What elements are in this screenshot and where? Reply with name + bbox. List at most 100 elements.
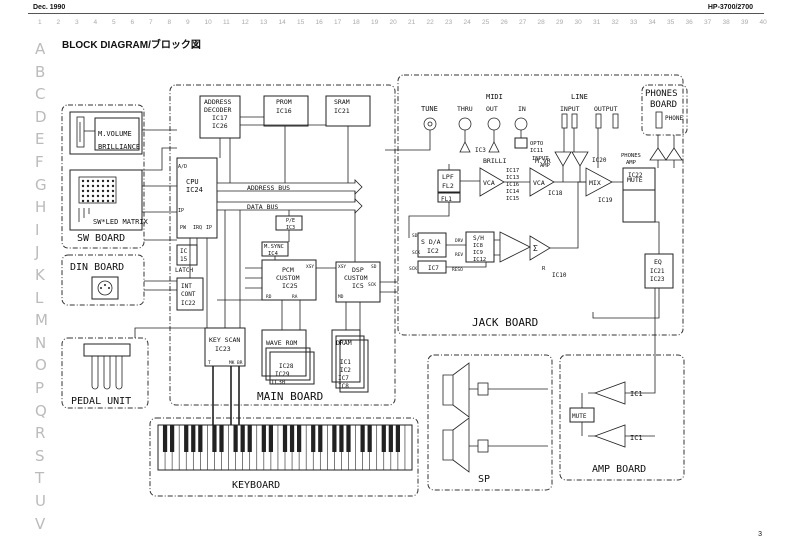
svg-text:DECODER: DECODER <box>204 106 231 114</box>
column-number: 5 <box>112 19 116 26</box>
column-number: 40 <box>759 19 767 26</box>
svg-text:IC11: IC11 <box>530 148 543 154</box>
sp-board: SP <box>427 354 553 491</box>
svg-text:IC13: IC13 <box>506 175 519 181</box>
svg-text:AMP: AMP <box>626 160 637 166</box>
column-number: 24 <box>463 19 471 26</box>
svg-text:TUNE: TUNE <box>421 105 438 113</box>
svg-text:PCM: PCM <box>282 266 294 274</box>
black-key <box>169 425 175 452</box>
svg-text:PHONES: PHONES <box>645 89 678 99</box>
row-letter: S <box>35 446 45 465</box>
svg-text:PROM: PROM <box>276 98 292 106</box>
black-key <box>339 425 344 452</box>
svg-text:IC7: IC7 <box>428 265 439 272</box>
svg-text:THRU: THRU <box>457 105 473 113</box>
svg-text:RA: RA <box>292 294 298 300</box>
svg-text:SCK: SCK <box>409 266 417 272</box>
svg-text:IC10: IC10 <box>552 272 567 279</box>
column-number: 29 <box>556 19 564 26</box>
svg-text:IC30: IC30 <box>271 379 286 386</box>
row-letter: L <box>35 288 44 307</box>
svg-text:SD: SD <box>371 264 377 270</box>
column-number: 36 <box>685 19 693 26</box>
row-letter: V <box>35 514 46 533</box>
column-number: 12 <box>241 19 249 26</box>
svg-text:IC23: IC23 <box>650 276 665 283</box>
column-number: 16 <box>315 19 323 26</box>
pedal-unit: PEDAL UNIT <box>61 337 149 409</box>
svg-text:IC14: IC14 <box>506 189 520 195</box>
svg-text:AMP: AMP <box>540 163 551 169</box>
jack-board: JACK BOARD TUNE MIDI THRU OUT IN IC3 OPT… <box>385 74 684 336</box>
row-letter: U <box>35 492 46 510</box>
amp-board: AMP BOARD IC1 IC1 MUTE <box>559 288 685 481</box>
svg-text:PHONES: PHONES <box>621 153 641 159</box>
main-board-label: MAIN BOARD <box>257 390 323 403</box>
svg-text:SCK: SCK <box>412 250 420 256</box>
svg-text:T: T <box>208 360 211 366</box>
svg-text:INPUT: INPUT <box>532 156 549 162</box>
black-key <box>318 425 323 452</box>
svg-text:IC7: IC7 <box>338 375 349 382</box>
svg-text:PHONE: PHONE <box>665 115 683 122</box>
black-key <box>212 425 217 452</box>
column-number: 32 <box>611 19 619 26</box>
row-letter: I <box>35 220 40 239</box>
svg-text:A/D: A/D <box>178 164 187 170</box>
page-title: BLOCK DIAGRAM/ブロック図 <box>62 40 201 51</box>
row-letter: E <box>35 130 45 149</box>
black-key <box>388 425 393 452</box>
svg-text:OPTO: OPTO <box>530 141 543 147</box>
svg-text:IC19: IC19 <box>598 197 613 204</box>
header-date: Dec. 1990 <box>33 4 66 11</box>
svg-text:DSP: DSP <box>352 266 364 274</box>
svg-text:IN: IN <box>518 105 526 113</box>
column-number: 37 <box>704 19 712 26</box>
column-number: 35 <box>667 19 675 26</box>
svg-text:KEY SCAN: KEY SCAN <box>209 336 240 344</box>
black-key <box>346 425 351 452</box>
black-key <box>247 425 252 452</box>
row-letter: C <box>35 85 46 104</box>
svg-text:IP: IP <box>206 225 212 231</box>
black-key <box>198 425 203 452</box>
svg-text:IRQ: IRQ <box>193 225 202 231</box>
column-number: 9 <box>186 19 190 26</box>
sw-board: M.VOLUME BRILLIANCE SW*LED MATRIX SW BOA… <box>61 104 149 249</box>
column-number: 23 <box>445 19 453 26</box>
svg-text:IC21: IC21 <box>334 107 350 115</box>
row-letter: D <box>35 107 47 126</box>
svg-text:ADDRESS: ADDRESS <box>204 98 231 106</box>
svg-text:AMP BOARD: AMP BOARD <box>592 464 646 475</box>
column-number: 8 <box>167 19 172 26</box>
svg-text:FL2: FL2 <box>442 182 454 190</box>
led-matrix-label: SW*LED MATRIX <box>93 218 149 226</box>
column-number: 13 <box>260 19 268 26</box>
column-number: 30 <box>574 19 582 26</box>
row-letter: H <box>35 198 47 217</box>
svg-text:S/H: S/H <box>473 235 484 242</box>
din-board: DIN BOARD <box>61 254 145 306</box>
black-key <box>367 425 372 452</box>
black-key <box>219 425 224 452</box>
svg-text:IC1: IC1 <box>630 434 643 442</box>
jack-board-label: JACK BOARD <box>472 316 538 329</box>
svg-text:XSY: XSY <box>338 264 346 270</box>
svg-text:XSY: XSY <box>306 264 314 270</box>
row-letter: A <box>35 40 46 58</box>
din-board-label: DIN BOARD <box>70 262 124 273</box>
svg-text:CPU: CPU <box>186 178 199 186</box>
column-number: 14 <box>278 19 286 26</box>
svg-text:RD: RD <box>266 294 272 300</box>
svg-text:MUTE: MUTE <box>572 413 587 420</box>
row-letter: M <box>35 311 48 330</box>
svg-text:IC26: IC26 <box>212 122 228 130</box>
row-letter: P <box>35 379 45 397</box>
svg-text:BR: BR <box>237 360 243 366</box>
row-letter: K <box>35 266 45 284</box>
keyboard: KEYBOARD <box>149 366 419 497</box>
svg-text:WAVE ROM: WAVE ROM <box>266 339 297 347</box>
column-number: 18 <box>352 19 360 26</box>
svg-text:BRILLI: BRILLI <box>483 157 507 165</box>
